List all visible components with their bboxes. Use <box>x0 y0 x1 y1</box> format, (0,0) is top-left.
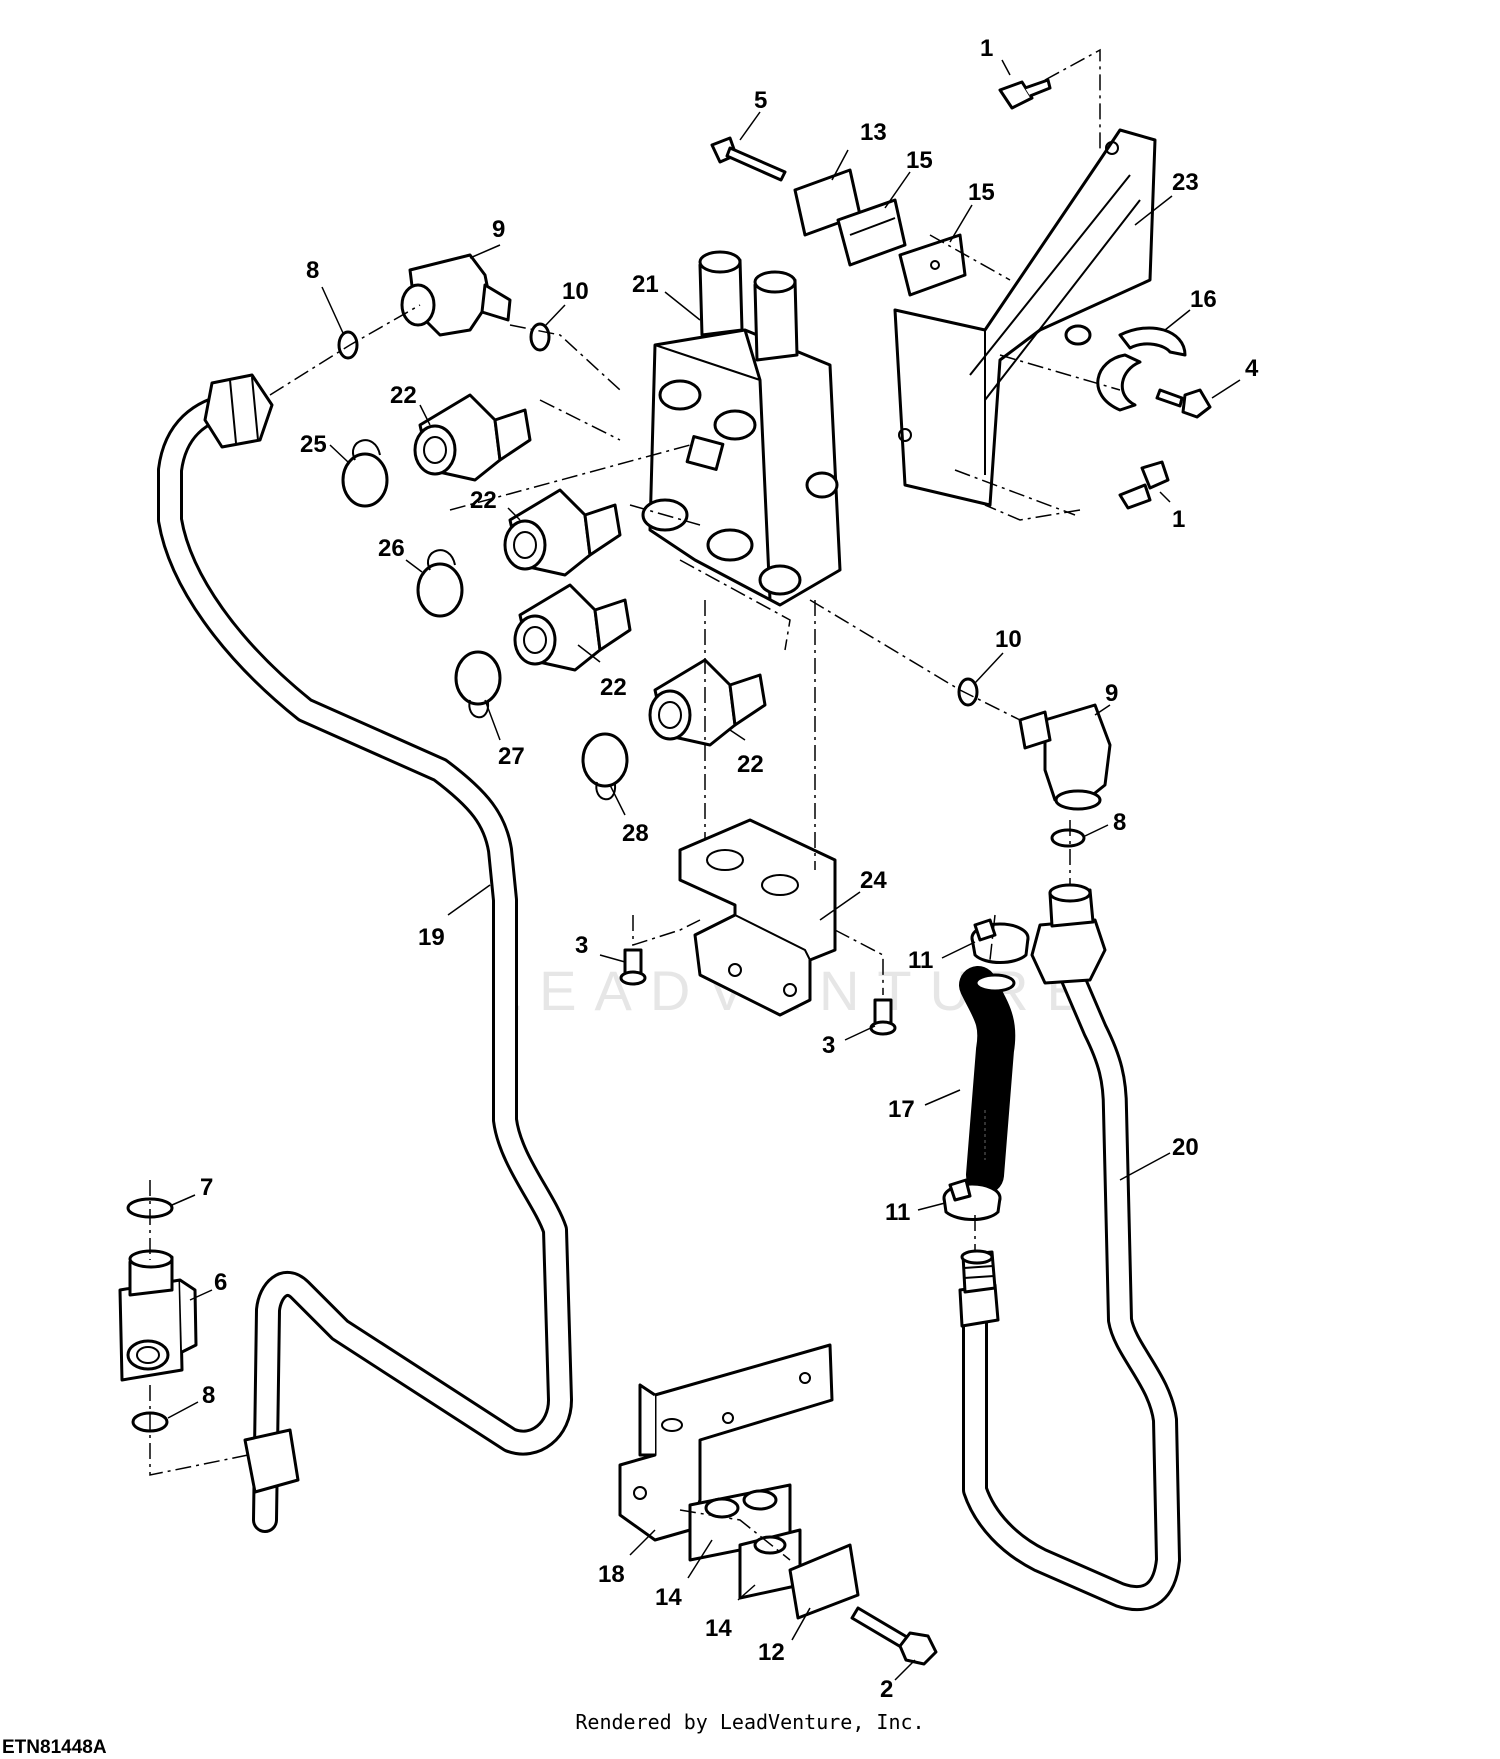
mount-bracket-23 <box>893 128 1157 507</box>
bolt-5 <box>710 136 787 182</box>
callout-8: 8 <box>1113 809 1126 836</box>
screw-3-right <box>869 998 897 1036</box>
coupler-22-c <box>513 583 632 672</box>
callout-18: 18 <box>598 1561 625 1588</box>
callout-26: 26 <box>378 535 405 562</box>
bracket-24 <box>678 818 837 1017</box>
dust-cap-26 <box>416 549 464 618</box>
elbow-fitting-9-lower <box>1018 703 1112 811</box>
callout-6: 6 <box>214 1269 227 1296</box>
callout-14: 14 <box>655 1584 682 1611</box>
callout-23: 23 <box>1172 169 1199 196</box>
centerlines <box>149 48 1121 1561</box>
clamp-16 <box>1096 326 1187 412</box>
callout-17: 17 <box>888 1096 915 1123</box>
bolt-2 <box>850 1606 938 1666</box>
control-valve-21 <box>641 250 842 607</box>
callout-20: 20 <box>1172 1134 1199 1161</box>
callout-24: 24 <box>860 867 887 894</box>
callout-8: 8 <box>306 257 319 284</box>
callout-7: 7 <box>200 1174 213 1201</box>
callout-11: 11 <box>908 947 933 974</box>
callout-27: 27 <box>498 743 525 770</box>
tube-19-fitting <box>243 1428 300 1494</box>
diagram-id: ETN81448A <box>2 1737 107 1758</box>
callout-1: 1 <box>980 35 993 62</box>
dust-cap-27 <box>454 650 502 719</box>
callout-21: 21 <box>632 271 659 298</box>
callout-22: 22 <box>737 751 764 778</box>
tube-19-nut <box>203 373 274 449</box>
elbow-fitting-9-upper <box>400 253 512 337</box>
callout-22: 22 <box>470 487 497 514</box>
screw-3-left <box>619 948 647 986</box>
callout-8: 8 <box>202 1382 215 1409</box>
callout-15: 15 <box>968 179 995 206</box>
dust-cap-28 <box>581 732 629 801</box>
bolt-1-lower <box>1118 460 1170 510</box>
fitting-6 <box>118 1249 198 1382</box>
callout-9: 9 <box>1105 680 1118 707</box>
callout-1: 1 <box>1172 506 1185 533</box>
callout-25: 25 <box>300 431 327 458</box>
callout-10: 10 <box>562 278 589 305</box>
render-credit: Rendered by LeadVenture, Inc. <box>575 1710 925 1734</box>
callout-22: 22 <box>600 674 627 701</box>
block-15-upper <box>836 198 907 267</box>
bolt-4 <box>1155 388 1212 419</box>
callout-16: 16 <box>1190 286 1217 313</box>
o-ring-10-lower <box>957 677 979 707</box>
callout-11: 11 <box>885 1199 910 1226</box>
o-ring-10-upper <box>529 322 551 352</box>
plate-12 <box>788 1543 860 1620</box>
callout-labels: 1 1 2 3 3 4 5 6 7 8 8 8 9 9 10 10 11 11 <box>167 35 1259 1703</box>
callout-2: 2 <box>880 1676 893 1703</box>
bolt-1-upper <box>998 78 1052 110</box>
coupler-22-a <box>413 393 532 482</box>
tube-20-nut <box>1030 918 1107 985</box>
o-ring-8-middle <box>1050 828 1086 848</box>
callout-5: 5 <box>754 87 767 114</box>
callout-13: 13 <box>860 119 887 146</box>
callout-3: 3 <box>575 932 588 959</box>
dust-cap-25 <box>341 439 389 508</box>
callout-12: 12 <box>758 1639 785 1666</box>
hose-17 <box>959 966 1016 1194</box>
block-15-lower <box>898 233 967 297</box>
callout-10: 10 <box>995 626 1022 653</box>
tube-19 <box>157 373 573 1533</box>
hose-clamp-11-upper <box>970 918 1030 964</box>
callout-19: 19 <box>418 924 445 951</box>
callout-28: 28 <box>622 820 649 847</box>
callout-3: 3 <box>822 1032 835 1059</box>
coupler-22-b <box>503 488 622 577</box>
tube-20 <box>958 883 1181 1612</box>
callout-4: 4 <box>1245 355 1259 382</box>
callout-14: 14 <box>705 1615 732 1642</box>
callout-15: 15 <box>906 147 933 174</box>
bracket-18 <box>618 1343 834 1542</box>
callout-22: 22 <box>390 382 417 409</box>
coupler-22-d <box>648 658 767 747</box>
callout-9: 9 <box>492 216 505 243</box>
o-ring-8-upper <box>337 330 359 360</box>
hose-clamp-11-lower <box>942 1178 1002 1221</box>
